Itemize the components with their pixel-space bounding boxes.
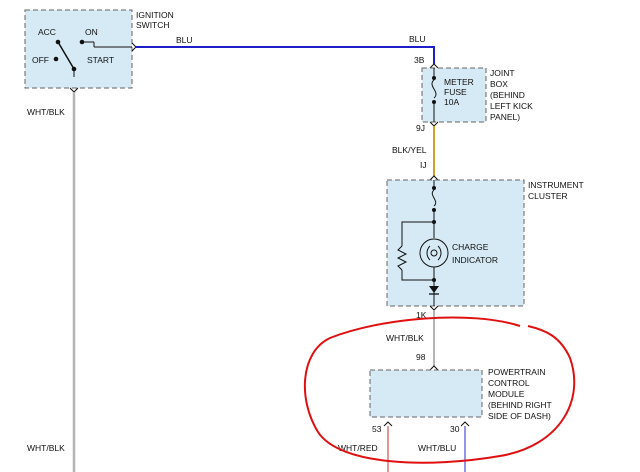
switch-output-connector <box>131 42 137 52</box>
pcm-label-3: MODULE <box>488 389 525 399</box>
diode-icon <box>429 286 439 293</box>
ignition-switch-title-1: IGNITION <box>136 10 174 20</box>
wht-blk-label-mid: WHT/BLK <box>386 333 424 343</box>
blu-label-left: BLU <box>176 35 193 45</box>
instrument-cluster: INSTRUMENT CLUSTER CHARGE INDICATOR 1K <box>386 175 584 320</box>
ignition-switch: IGNITION SWITCH ACC ON OFF START <box>24 9 174 93</box>
switch-blade <box>57 41 75 70</box>
pin-3b: 3B <box>414 55 425 65</box>
pin-30: 30 <box>450 424 460 434</box>
acc-label: ACC <box>38 27 56 37</box>
off-label: OFF <box>32 55 49 65</box>
on-label: ON <box>85 27 98 37</box>
blu-label-right: BLU <box>409 34 426 44</box>
resistor-branch-bottom <box>401 270 434 281</box>
cluster-top-connector <box>429 175 439 181</box>
pcm-outline <box>369 369 483 418</box>
fuse-element <box>431 79 437 99</box>
wht-blk-label-left-bottom: WHT/BLK <box>27 443 65 453</box>
joint-box-label-5: PANEL) <box>490 112 520 122</box>
cluster-outline <box>386 179 525 307</box>
cluster-fuse-element <box>431 189 437 207</box>
joint-box-bottom-connector <box>429 121 439 127</box>
cluster-junction-4 <box>432 278 436 282</box>
pcm-connector-30 <box>460 421 470 427</box>
lamp-filament <box>426 245 442 261</box>
pin-1k: 1K <box>416 310 427 320</box>
pcm-label-5: SIDE OF DASH) <box>488 411 551 421</box>
joint-box-label-4: LEFT KICK <box>490 101 533 111</box>
charge-indicator-label-2: INDICATOR <box>452 255 498 265</box>
joint-box: 3B METER FUSE 10A JOINT BOX (BEHIND LEFT… <box>414 55 533 133</box>
pcm-top-connector <box>429 365 439 371</box>
pin-98: 98 <box>416 352 426 362</box>
joint-box-label-2: BOX <box>490 79 508 89</box>
wht-blu-label: WHT/BLU <box>418 443 456 453</box>
cluster-bottom-connector <box>429 305 439 311</box>
switch-contact-off <box>53 56 59 62</box>
cluster-junction-1 <box>432 186 436 190</box>
charge-indicator-label-1: CHARGE <box>452 242 489 252</box>
pcm-label-4: (BEHIND RIGHT <box>488 400 552 410</box>
meter-fuse-text-3: 10A <box>444 97 459 107</box>
powertrain-control-module: POWERTRAIN CONTROL MODULE (BEHIND RIGHT … <box>369 365 552 434</box>
joint-box-top-connector <box>429 63 439 69</box>
pcm-label-2: CONTROL <box>488 378 530 388</box>
joint-box-label-1: JOINT <box>490 68 515 78</box>
resistor-branch-top <box>401 221 434 246</box>
blk-yel-label: BLK/YEL <box>392 145 427 155</box>
ignition-switch-title-2: SWITCH <box>136 20 170 30</box>
meter-fuse-text-1: METER <box>444 77 474 87</box>
cluster-label-1: INSTRUMENT <box>528 180 584 190</box>
lamp-center <box>430 249 438 257</box>
joint-box-label-3: (BEHIND <box>490 90 525 100</box>
resistor <box>396 245 408 271</box>
pcm-connector-53 <box>383 421 393 427</box>
wht-red-label: WHT/RED <box>338 443 378 453</box>
blu-wire <box>136 46 435 64</box>
ignition-switch-box <box>24 9 133 89</box>
pin-9j: 9J <box>416 123 425 133</box>
pcm-label-1: POWERTRAIN <box>488 367 545 377</box>
switch-bottom-connector <box>69 87 79 93</box>
meter-fuse-text-2: FUSE <box>444 87 467 97</box>
red-annotation-circle <box>303 316 576 464</box>
cluster-label-2: CLUSTER <box>528 191 568 201</box>
pin-ij: IJ <box>420 160 427 170</box>
pin-53: 53 <box>372 424 382 434</box>
wht-blk-label-left-top: WHT/BLK <box>27 107 65 117</box>
start-label: START <box>87 55 114 65</box>
